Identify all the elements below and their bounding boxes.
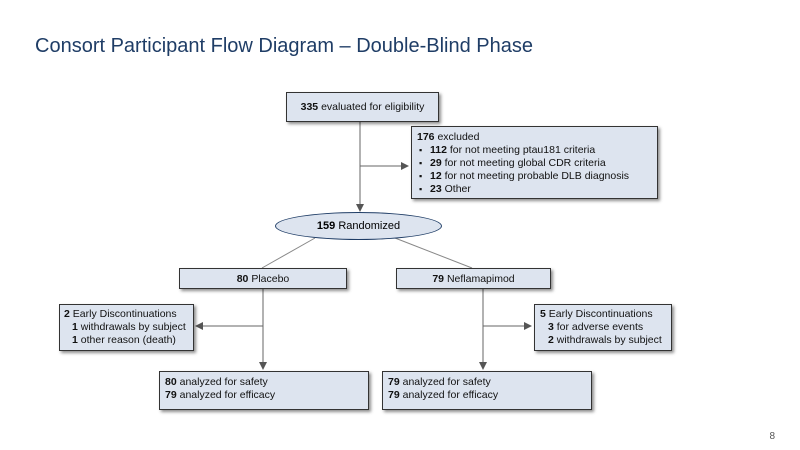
page-number: 8 [769, 431, 775, 442]
placebo-label: Placebo [251, 273, 290, 285]
excluded-reason: 23 Other [417, 183, 652, 196]
neflamapimod-efficacy-line: 79 analyzed for efficacy [388, 389, 499, 401]
slide-title: Consort Participant Flow Diagram – Doubl… [35, 35, 534, 57]
neflamapimod-analysis-box: 79 analyzed for safety 79 analyzed for e… [382, 371, 592, 410]
excluded-reason: 12 for not meeting probable DLB diagnosi… [417, 170, 652, 183]
line-randomized-to-neflamapimod [394, 237, 473, 269]
placebo-analysis-box: 80 analyzed for safety 79 analyzed for e… [159, 371, 369, 410]
eligibility-label: evaluated for eligibility [321, 101, 425, 113]
placebo-efficacy-line: 79 analyzed for efficacy [165, 389, 276, 401]
excluded-reason: 112 for not meeting ptau181 criteria [417, 144, 652, 157]
placebo-discontinuation-box: 2 Early Discontinuations 1 withdrawals b… [59, 304, 194, 351]
placebo-discontinuation-reason: 1 other reason (death) [72, 334, 176, 346]
placebo-discontinuation-count: 2 [64, 308, 70, 320]
excluded-box: 176 excluded 112 for not meeting ptau181… [411, 126, 658, 199]
placebo-arm-box: 80 Placebo [179, 268, 347, 289]
neflamapimod-count: 79 [432, 273, 445, 285]
excluded-reasons-list: 112 for not meeting ptau181 criteria 29 … [417, 144, 652, 196]
line-randomized-to-placebo [261, 237, 316, 269]
neflamapimod-safety-line: 79 analyzed for safety [388, 376, 491, 388]
placebo-discontinuation-reason: 1 withdrawals by subject [72, 321, 186, 333]
placebo-safety-line: 80 analyzed for safety [165, 376, 268, 388]
randomized-label: Randomized [338, 220, 401, 232]
placebo-count: 80 [236, 273, 249, 285]
eligibility-box: 335 evaluated for eligibility [286, 92, 439, 122]
neflamapimod-discontinuation-box: 5 Early Discontinuations 3 for adverse e… [534, 304, 672, 351]
neflamapimod-discontinuation-count: 5 [540, 308, 546, 320]
neflamapimod-discontinuation-label: Early Discontinuations [548, 308, 653, 320]
randomized-ellipse: 159 Randomized [275, 212, 442, 240]
neflamapimod-discontinuation-reason: 2 withdrawals by subject [548, 334, 662, 346]
neflamapimod-label: Neflamapimod [446, 273, 515, 285]
neflamapimod-arm-box: 79 Neflamapimod [396, 268, 551, 289]
randomized-count: 159 [316, 220, 336, 232]
excluded-label: excluded [437, 131, 480, 143]
excluded-count: 176 [417, 131, 435, 143]
placebo-discontinuation-label: Early Discontinuations [72, 308, 177, 320]
neflamapimod-discontinuation-reason: 3 for adverse events [548, 321, 644, 333]
eligibility-count: 335 [300, 101, 319, 113]
excluded-reason: 29 for not meeting global CDR criteria [417, 157, 652, 170]
